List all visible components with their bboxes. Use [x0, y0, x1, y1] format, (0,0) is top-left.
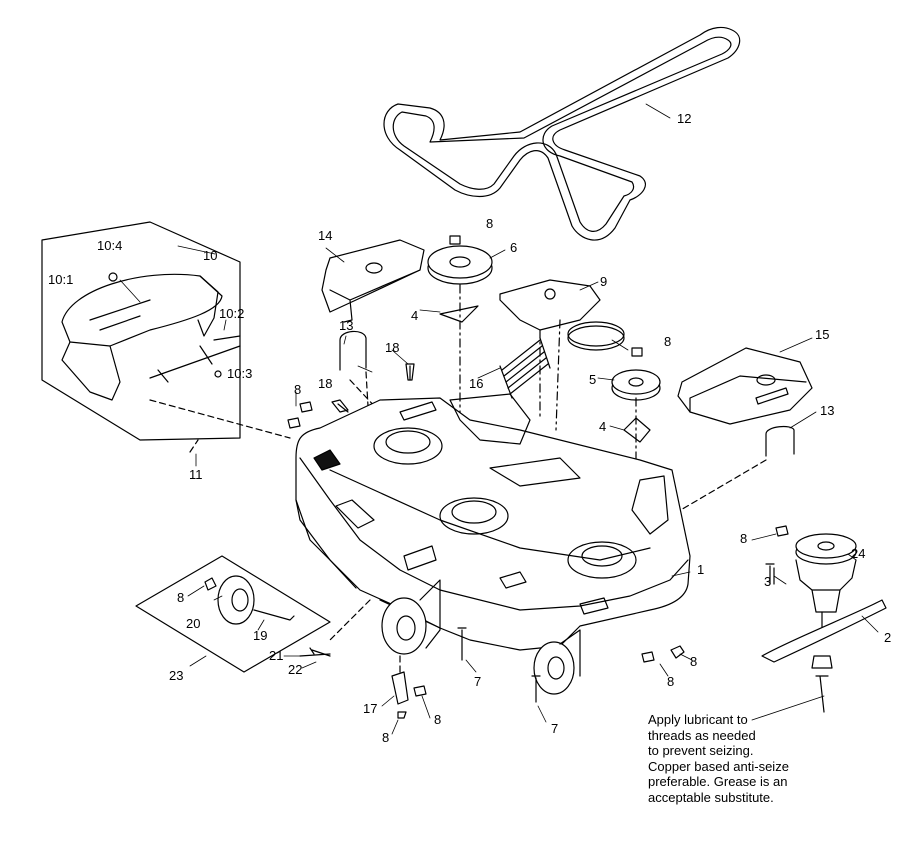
belt-cover-left	[321, 239, 425, 323]
callout-13a: 13	[339, 318, 353, 333]
callout-23: 23	[169, 668, 183, 683]
belt-cover-right	[677, 347, 813, 425]
callout-17: 17	[363, 701, 377, 716]
callout-8g: 8	[382, 730, 389, 745]
callout-10-4: 10:4	[97, 238, 122, 253]
screws-18	[337, 365, 411, 413]
note-line: threads as needed	[648, 727, 756, 743]
callout-18a: 18	[385, 340, 399, 355]
note-line: acceptable substitute.	[648, 789, 774, 805]
callout-10: 10	[203, 248, 217, 263]
idler-pulley-top	[427, 245, 493, 499]
callout-22: 22	[288, 662, 302, 677]
callout-7b: 7	[551, 721, 558, 736]
callout-18b: 18	[318, 376, 332, 391]
callout-20: 20	[186, 616, 200, 631]
caster-wheel-right	[533, 629, 581, 695]
callout-2: 2	[884, 630, 891, 645]
callout-10-3: 10:3	[227, 366, 252, 381]
callout-4b: 4	[599, 419, 606, 434]
callout-21: 21	[269, 648, 283, 663]
tension-spring	[499, 337, 551, 399]
note-line: Copper based anti-seize	[648, 758, 789, 774]
note-line: preferable. Grease is an	[648, 774, 788, 789]
callout-10-1: 10:1	[48, 272, 73, 287]
callout-3: 3	[764, 574, 771, 589]
callout-8d: 8	[740, 531, 747, 546]
callout-6: 6	[510, 240, 517, 255]
caster-bracket	[329, 599, 427, 719]
callout-8c: 8	[294, 382, 301, 397]
callout-24: 24	[851, 546, 865, 561]
anti-scalp-wheel-group	[135, 555, 331, 673]
callout-8a: 8	[486, 216, 493, 231]
discharge-chute-group	[41, 221, 291, 453]
callout-8b: 8	[664, 334, 671, 349]
callout-7a: 7	[474, 674, 481, 689]
spindle-assembly	[761, 533, 887, 713]
note-line: to prevent seizing.	[648, 743, 754, 758]
callout-12: 12	[677, 111, 691, 126]
drive-belt	[383, 26, 741, 241]
idler-arm	[499, 279, 625, 431]
callout-8h: 8	[667, 674, 674, 689]
callout-16: 16	[469, 376, 483, 391]
mower-deck	[295, 393, 691, 651]
callout-15: 15	[815, 327, 829, 342]
callout-8f: 8	[434, 712, 441, 727]
note-line: Apply lubricant to	[648, 712, 748, 727]
idler-pulley-right	[611, 369, 661, 509]
callout-19: 19	[253, 628, 267, 643]
lubrication-note: Apply lubricant to threads as needed to …	[648, 712, 868, 805]
callout-5: 5	[589, 372, 596, 387]
callout-8e: 8	[177, 590, 184, 605]
hardware-bolts-nuts	[287, 235, 789, 703]
caster-wheel-left	[381, 579, 441, 655]
callout-9: 9	[600, 274, 607, 289]
callout-1: 1	[697, 562, 704, 577]
callout-13b: 13	[820, 403, 834, 418]
callout-14: 14	[318, 228, 332, 243]
callout-labels: 1 2 3 4 4 5 6 7 7 8 8 8 8 8 8 8 8 8 9 10…	[48, 111, 891, 745]
callout-8i: 8	[690, 654, 697, 669]
callout-11: 11	[189, 467, 203, 482]
leader-lines	[119, 103, 879, 735]
callout-10-2: 10:2	[219, 306, 244, 321]
callout-4a: 4	[411, 308, 418, 323]
